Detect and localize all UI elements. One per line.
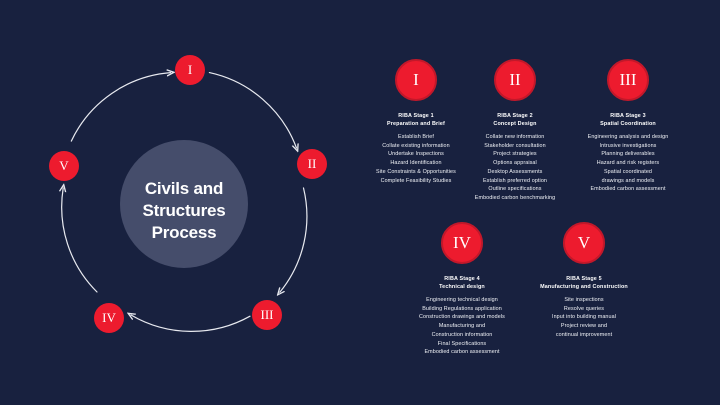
stage-5-item-list: Site inspections Resolve queries Input i… xyxy=(520,296,648,340)
list-item: Input into building manual xyxy=(551,314,617,321)
list-item: Intrusive investigations xyxy=(599,142,657,149)
list-item: Construction drawings and models xyxy=(419,314,505,321)
stage-1-badge[interactable]: I xyxy=(395,59,437,101)
list-item: Options appraisal xyxy=(493,160,537,166)
list-item: Embodied carbon assessment xyxy=(590,186,666,193)
list-item: Project review and xyxy=(560,323,608,329)
stage-card-2[interactable]: II RIBA Stage 2 Concept Design Collate n… xyxy=(451,59,579,203)
cycle-arrow-v-to-i xyxy=(70,73,170,142)
cycle-arcs xyxy=(0,0,308,332)
stage-2-badge[interactable]: II xyxy=(494,59,536,101)
stage-2-item-list: Collate new information Stakeholder cons… xyxy=(451,133,579,203)
cycle-node-3[interactable]: III xyxy=(252,300,282,330)
list-item: Establish Brief xyxy=(398,133,434,140)
list-item: Resolve queries xyxy=(563,305,605,312)
list-item: Manufacturing and xyxy=(438,323,486,329)
cycle-node-4-numeral: IV xyxy=(102,310,116,325)
process-cycle-diagram: Civils and Structures Process I II III I… xyxy=(0,0,327,333)
list-item: Engineering analysis and design xyxy=(587,133,669,140)
stage-4-title: RIBA Stage 4 Technical design xyxy=(398,275,526,292)
list-item: Spatial coordinated xyxy=(603,168,653,175)
stage-1-title-line-2: Preparation and Brief xyxy=(387,121,445,128)
stage-5-title-line-1: RIBA Stage 5 xyxy=(566,276,602,282)
cycle-arrow-iv-to-v xyxy=(62,188,98,293)
list-item: Building Regulations application xyxy=(422,305,502,312)
stage-3-title: RIBA Stage 3 Spatial Coordination xyxy=(564,112,692,129)
list-item: Project strategies xyxy=(493,151,537,158)
cycle-center-line-2: Structures xyxy=(142,201,226,221)
list-item: Collate new information xyxy=(485,133,545,140)
stage-card-5[interactable]: V RIBA Stage 5 Manufacturing and Constru… xyxy=(520,222,648,340)
stage-card-1[interactable]: I RIBA Stage 1 Preparation and Brief Est… xyxy=(352,59,480,185)
list-item: Collate existing information xyxy=(382,142,450,149)
list-item: Site Constraints & Opportunities xyxy=(376,168,456,175)
cycle-hub-circle xyxy=(120,140,248,268)
stage-card-3[interactable]: III RIBA Stage 3 Spatial Coordination En… xyxy=(564,59,692,194)
cycle-node-1[interactable]: I xyxy=(175,55,205,85)
list-item: Outline specifications xyxy=(488,186,542,193)
cycle-node-2[interactable]: II xyxy=(297,149,327,179)
list-item: Engineering technical design xyxy=(426,296,498,303)
list-item: Complete Feasibility Studies xyxy=(380,177,452,184)
cycle-node-4[interactable]: IV xyxy=(94,303,124,333)
list-item: Embodied carbon assessment xyxy=(424,349,500,356)
stage-4-numeral: IV xyxy=(453,233,471,252)
cycle-arrow-iii-to-iv xyxy=(131,315,251,332)
cycle-center-line-1: Civils and xyxy=(144,179,224,198)
stage-1-numeral: I xyxy=(413,70,419,89)
cycle-node-3-numeral: III xyxy=(260,307,274,322)
stage-card-4[interactable]: IV RIBA Stage 4 Technical design Enginee… xyxy=(398,222,526,357)
stage-4-item-list: Engineering technical design Building Re… xyxy=(398,296,526,357)
riba-stages-panel: I RIBA Stage 1 Preparation and Brief Est… xyxy=(360,0,720,405)
cycle-center-label: Civils and Structures Process xyxy=(110,178,258,244)
stage-3-numeral: III xyxy=(619,70,637,89)
stage-3-title-line-2: Spatial Coordination xyxy=(600,121,656,128)
stage-2-title-line-1: RIBA Stage 2 xyxy=(497,113,533,119)
cycle-node-2-numeral: II xyxy=(307,156,317,171)
stage-1-title: RIBA Stage 1 Preparation and Brief xyxy=(352,112,480,129)
list-item: continual improvement xyxy=(555,331,613,338)
stage-3-badge[interactable]: III xyxy=(607,59,649,101)
list-item: Desktop Assessments xyxy=(487,168,543,175)
cycle-arrow-ii-to-iii xyxy=(280,187,308,292)
stage-3-title-line-1: RIBA Stage 3 xyxy=(610,113,646,119)
list-item: drawings and models xyxy=(601,177,655,184)
list-item: Site inspections xyxy=(564,296,604,303)
list-item: Undertake Inspections xyxy=(388,151,444,158)
list-item: Construction information xyxy=(431,331,493,338)
stage-3-item-list: Engineering analysis and design Intrusiv… xyxy=(564,133,692,194)
list-item: Stakeholder consultation xyxy=(484,142,546,149)
cycle-node-5[interactable]: V xyxy=(49,151,79,181)
list-item: Planning deliverables xyxy=(601,151,655,158)
list-item: Embodied carbon benchmarking xyxy=(474,195,556,201)
stage-5-numeral: V xyxy=(577,233,591,252)
cycle-node-1-numeral: I xyxy=(187,62,193,77)
stage-4-title-line-1: RIBA Stage 4 xyxy=(444,276,480,282)
list-item: Hazard and risk registers xyxy=(596,160,660,166)
list-item: Establish preferred option xyxy=(482,177,548,184)
cycle-center-line-3: Process xyxy=(151,223,217,243)
stage-4-badge[interactable]: IV xyxy=(441,222,483,264)
stage-5-title: RIBA Stage 5 Manufacturing and Construct… xyxy=(520,275,648,292)
stage-2-title-line-2: Concept Design xyxy=(493,121,537,128)
stage-2-title: RIBA Stage 2 Concept Design xyxy=(451,112,579,129)
stage-1-title-line-1: RIBA Stage 1 xyxy=(398,113,434,119)
stage-1-item-list: Establish Brief Collate existing informa… xyxy=(352,133,480,186)
stage-2-numeral: II xyxy=(509,70,521,89)
stage-5-badge[interactable]: V xyxy=(563,222,605,264)
cycle-node-5-numeral: V xyxy=(59,158,69,173)
list-item: Hazard Identification xyxy=(390,160,442,166)
list-item: Final Specifications xyxy=(437,340,487,347)
stage-4-title-line-2: Technical design xyxy=(439,284,485,291)
cycle-arrow-i-to-ii xyxy=(208,72,296,148)
stage-5-title-line-2: Manufacturing and Construction xyxy=(540,284,628,291)
